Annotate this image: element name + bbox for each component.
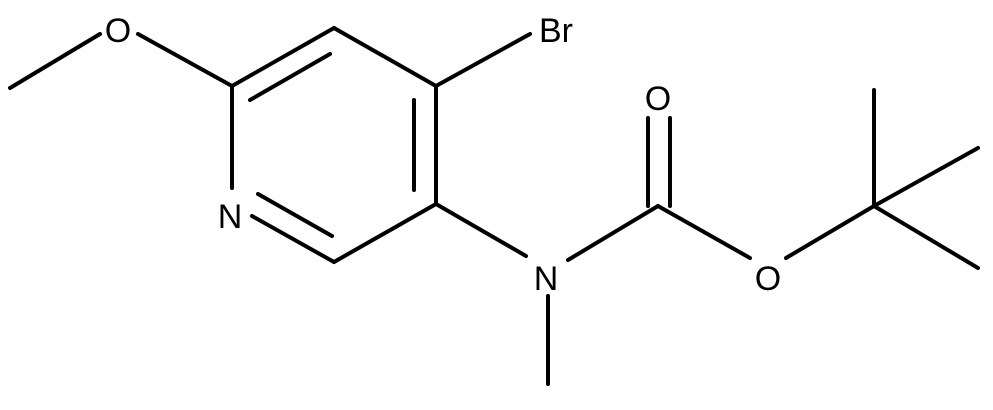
bond-c3-amine-nitrogen	[434, 202, 528, 258]
ring-bond-c5-c4	[332, 26, 438, 88]
bond-carbonyl-ester-oxygen	[656, 204, 752, 260]
atom-label-ester-oxygen: O	[755, 260, 781, 298]
atom-label-carbonyl-oxygen: O	[645, 80, 671, 118]
bond-n-carbonyl-carbon	[566, 204, 660, 262]
atom-label-ring-nitrogen: N	[218, 198, 243, 236]
ring-bond-c3-c2	[332, 202, 438, 264]
ring-bond-c6-c5	[230, 26, 336, 102]
ring-bond-c4-c3	[412, 84, 438, 206]
bond-tbu-methyl-right-up	[872, 146, 980, 208]
atom-label-bromine: Br	[539, 12, 573, 50]
atom-label-amine-nitrogen: N	[534, 260, 559, 298]
ring-bond-c2-n1	[250, 192, 336, 264]
bond-c6-methoxy-oxygen	[136, 32, 234, 88]
bond-c4-bromine	[434, 32, 532, 88]
bond-ester-oxygen-quaternary-carbon	[784, 204, 876, 260]
bond-methoxy-oxygen-methyl	[8, 32, 102, 90]
atom-label-methoxy-oxygen: O	[105, 12, 131, 50]
bond-tbu-methyl-right-down	[872, 204, 980, 270]
bond-carbonyl-double	[646, 116, 672, 208]
